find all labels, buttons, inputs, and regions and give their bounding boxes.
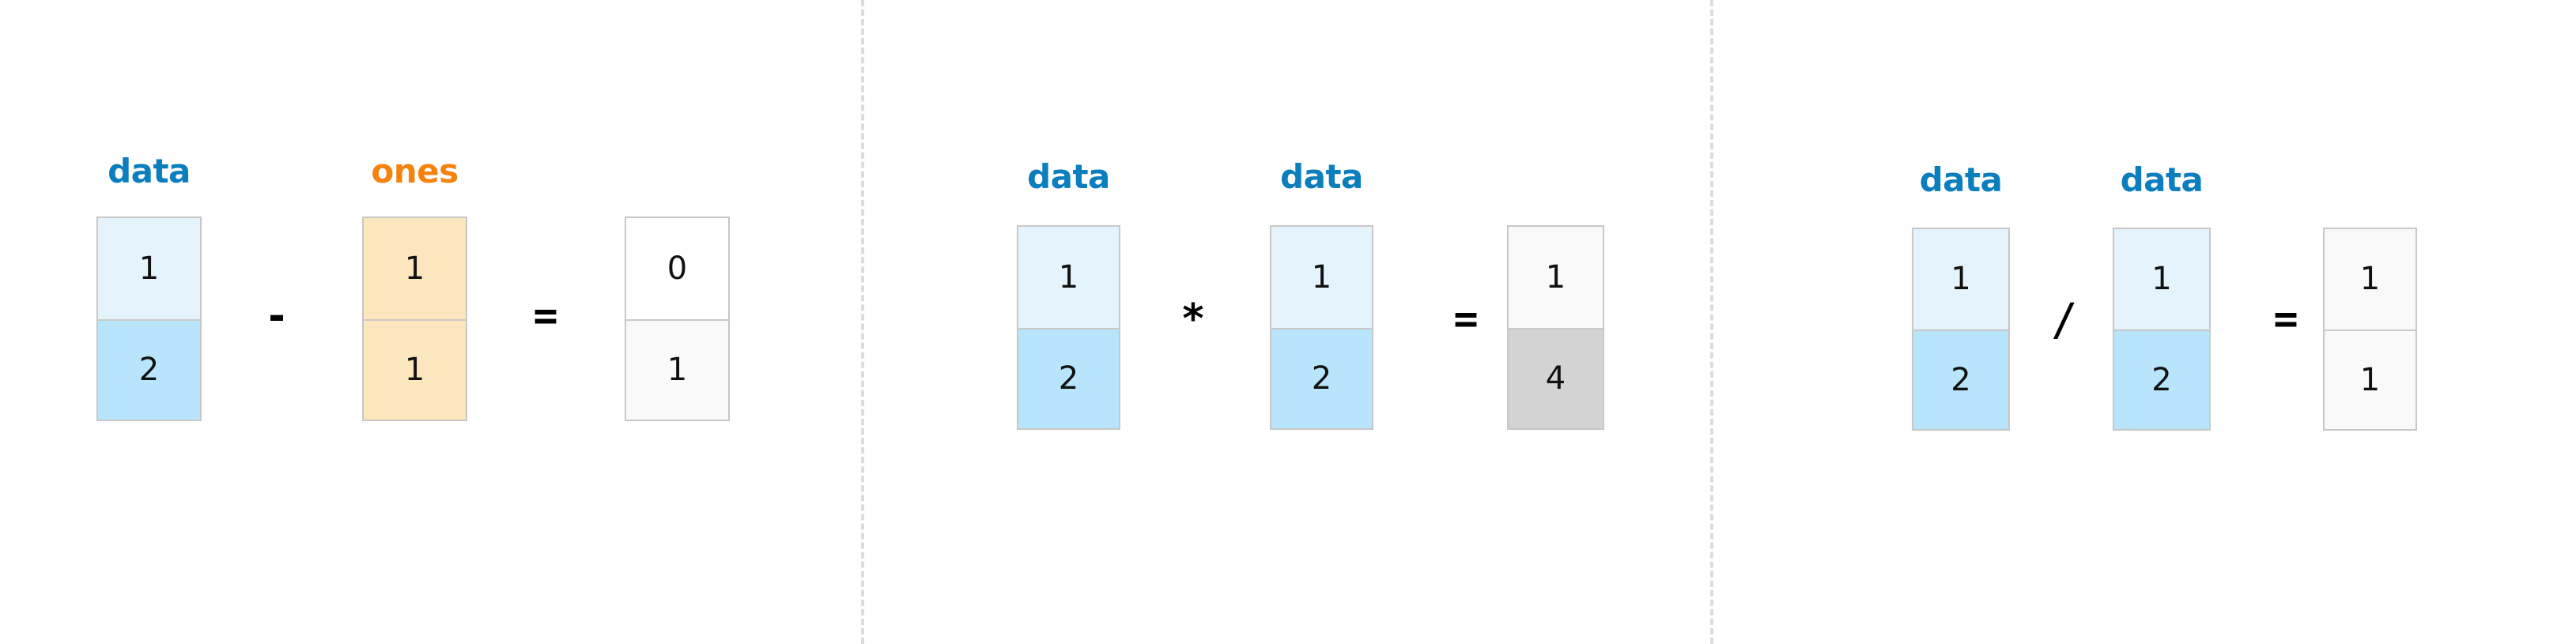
array-cell: 1	[2114, 229, 2209, 330]
operator-equals-3: =	[2273, 296, 2298, 343]
array-data-3a: 1 2	[1912, 228, 2010, 431]
array-cell: 2	[2114, 329, 2209, 429]
array-result-division: 1 1	[2323, 228, 2417, 431]
panel-multiplication: data 1 2 * data 1 2 = 1 4	[861, 0, 1710, 644]
label-data-1: data	[108, 152, 191, 190]
label-data-3a: data	[1919, 160, 2003, 199]
array-result-subtraction: 0 1	[625, 217, 730, 421]
array-cell: 1	[364, 318, 466, 420]
array-cell: 1	[2325, 229, 2415, 330]
array-cell: 1	[2325, 329, 2415, 429]
label-data-2b: data	[1280, 157, 1363, 196]
panel-subtraction: data 1 2 - ones 1 1 = 0 1	[0, 0, 861, 644]
array-cell: 2	[1018, 327, 1119, 428]
panel-division: data 1 2 / data 1 2 = 1 1	[1710, 0, 2576, 644]
operator-equals-1: =	[533, 292, 558, 340]
array-cell: 4	[1509, 327, 1603, 428]
operator-multiply: *	[1180, 296, 1206, 343]
array-cell: 1	[1509, 227, 1603, 328]
operator-minus: -	[264, 292, 289, 340]
array-cell: 1	[98, 218, 200, 319]
array-cell: 2	[98, 318, 200, 420]
array-cell: 1	[1271, 227, 1372, 328]
array-cell: 1	[364, 218, 466, 319]
label-data-2a: data	[1027, 157, 1110, 196]
operator-divide: /	[2051, 295, 2078, 346]
operator-equals-2: =	[1453, 296, 1479, 343]
array-ones: 1 1	[362, 217, 467, 421]
array-data-1: 1 2	[96, 217, 202, 421]
array-cell: 2	[1271, 327, 1372, 428]
array-data-2b: 1 2	[1270, 225, 1373, 430]
array-cell: 2	[1913, 329, 2008, 429]
array-data-3b: 1 2	[2113, 228, 2211, 431]
panel-divider-2	[1710, 0, 1713, 644]
array-cell: 1	[1913, 229, 2008, 330]
label-data-3b: data	[2120, 160, 2204, 199]
array-cell: 1	[1018, 227, 1119, 328]
array-data-2a: 1 2	[1017, 225, 1120, 430]
panel-divider-1	[861, 0, 864, 644]
array-result-multiplication: 1 4	[1507, 225, 1604, 430]
label-ones: ones	[371, 152, 459, 190]
array-cell: 1	[626, 318, 728, 420]
array-cell: 0	[626, 218, 728, 319]
